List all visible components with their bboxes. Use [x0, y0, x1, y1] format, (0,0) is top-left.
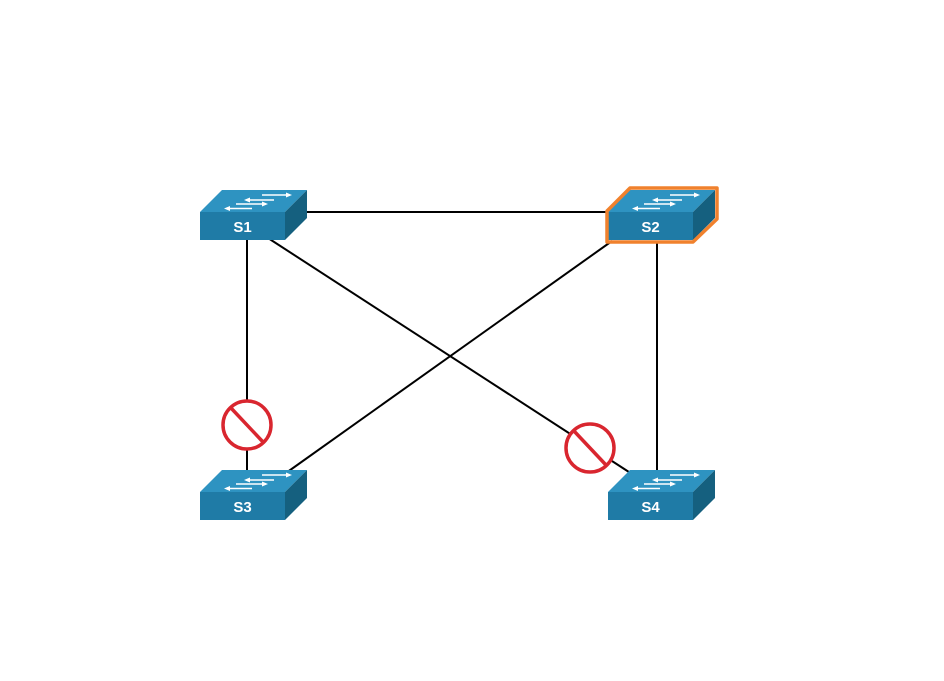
switch-side — [693, 470, 715, 520]
switch-front — [200, 492, 285, 520]
link-s2-s3 — [285, 240, 613, 474]
arrows-icon — [632, 472, 700, 491]
links — [246, 211, 658, 475]
switch-s3[interactable]: S3 — [200, 470, 307, 520]
switch-side — [285, 470, 307, 520]
switch-front — [608, 212, 693, 240]
switch-side — [693, 190, 715, 240]
switch-label-s1: S1 — [233, 219, 251, 236]
switch-label-s4: S4 — [641, 499, 660, 516]
switch-s2[interactable]: S2 — [605, 186, 719, 244]
switch-label-s2: S2 — [641, 219, 659, 236]
switch-front — [200, 212, 285, 240]
switch-s1[interactable]: S1 — [200, 190, 307, 240]
arrows-icon — [224, 192, 292, 211]
switch-label-s3: S3 — [233, 499, 251, 516]
prohibited-icon — [221, 399, 273, 451]
prohibited-icon — [564, 422, 616, 474]
arrows-icon — [632, 192, 700, 211]
switch-s4[interactable]: S4 — [608, 470, 715, 520]
arrows-icon — [224, 472, 292, 491]
switch-side — [285, 190, 307, 240]
switch-front — [608, 492, 693, 520]
root-bridge-outline — [605, 186, 719, 244]
